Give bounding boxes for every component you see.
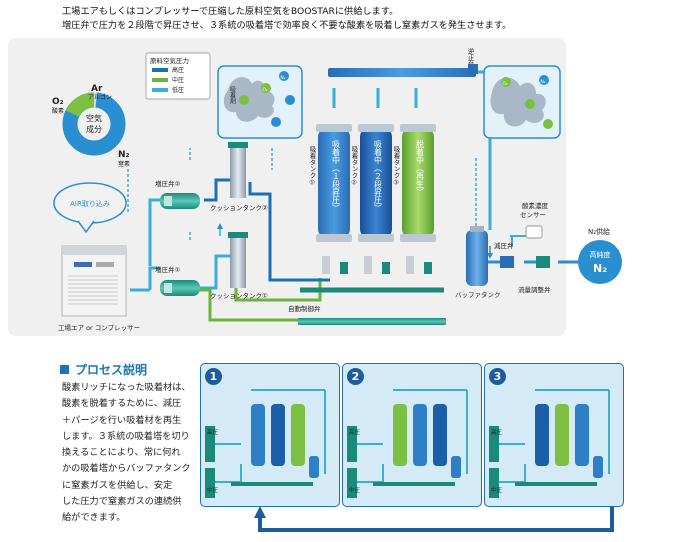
mini-high-label: 高圧 [349, 428, 361, 436]
legend-swatch-low [152, 88, 168, 92]
donut-center-1: 空気 [86, 113, 102, 123]
air-intake-label: AIR取り込み [70, 199, 110, 208]
adsorption-tower-1: 吸着中（１段昇圧） [316, 124, 352, 242]
legend-label-mid: 中圧 [172, 76, 184, 84]
process-title: プロセス説明 [60, 361, 147, 378]
adsorption-tower-3: 脱着中（再生） [400, 124, 436, 242]
intro-line-2: 増圧弁で圧力を２段階で昇圧させ、３系統の吸着塔で効率良く不要な酸素を吸着し窒素ガ… [62, 20, 512, 31]
square-bullet-icon [60, 365, 69, 374]
legend-label-low: 低圧 [172, 86, 184, 94]
flow-valve-label: 流量調整弁 [518, 285, 551, 294]
mini-mid-label: 中圧 [349, 486, 361, 494]
air-composition-donut: 空気 成分 Ar アルゴン O₂ 酸素 N₂ 窒素 [52, 84, 130, 168]
check-valve [468, 64, 478, 74]
step-number: 2 [347, 368, 364, 385]
bubble-o2-2: O₂ [502, 81, 508, 87]
booster-1-label: 増圧弁① [155, 265, 181, 274]
tower-3-name: 吸着タンク③ [392, 146, 400, 187]
legend-title: 原料空気圧力 [150, 56, 189, 65]
intro-line-1: 工場エアもしくはコンプレッサーで圧縮した原料空気をBOOSTARに供給します。 [62, 6, 399, 17]
cushion-tank-1 [228, 232, 248, 288]
tower-1-status: 吸着中（１段昇圧） [332, 140, 341, 212]
flow-control-valve [536, 256, 550, 268]
auto-control-valves [322, 256, 432, 274]
process-line-4: します。３系統の吸着塔を切り [62, 430, 190, 442]
mini-high-label: 高圧 [491, 428, 503, 436]
mini-high-label: 高圧 [207, 428, 219, 436]
donut-n2-symbol: N₂ [118, 150, 130, 160]
pressure-valve-label: 減圧弁 [494, 241, 514, 250]
donut-ar-symbol: Ar [91, 84, 103, 94]
process-line-8: した圧力で窒素ガスの連続供 [62, 496, 182, 508]
buffer-tank-label: バッファタンク [455, 290, 501, 299]
process-line-9: 給ができます。 [62, 512, 126, 524]
donut-ar-name: アルゴン [88, 93, 112, 101]
legend-label-high: 高圧 [172, 66, 184, 74]
compressor [61, 245, 127, 317]
step-1-diagram: 高圧 中圧 [205, 389, 326, 498]
process-step-2: 2 高圧 中圧 [342, 363, 482, 507]
n2-supply-output: N₂供給 高純度 N₂ [578, 227, 622, 284]
step-number: 1 [205, 368, 222, 385]
tower-2-status: 吸着中（２段昇圧） [374, 140, 383, 212]
process-line-3: ＋パージを行い吸着材を再生 [62, 414, 182, 426]
cushion-tank-1-label: クッションタンク① [210, 291, 268, 300]
cushion-tank-2-label: クッションタンク② [210, 203, 268, 212]
bubble-n2-1: N₂ [280, 75, 285, 81]
cushion-tank-2 [228, 142, 248, 198]
mini-mid-label: 中圧 [491, 486, 503, 494]
pressure-reducing-valve [500, 256, 514, 268]
o2-sensor-label-1: 酸素濃度 [522, 201, 549, 210]
booster-1 [160, 280, 200, 296]
process-line-2: 酸素を脱着するために、減圧 [62, 398, 182, 410]
booster-2 [160, 193, 200, 209]
legend-swatch-mid [152, 78, 168, 82]
check-valve-label: 逆止弁 [466, 47, 474, 69]
pressure-legend: 原料空気圧力 高圧 中圧 低圧 [145, 52, 211, 100]
process-step-3: 3 高圧 中圧 [484, 363, 624, 507]
process-step-1: 1 高圧 中圧 [200, 363, 340, 507]
process-title-text: プロセス説明 [75, 363, 148, 377]
bubble-n2-2: N₂ [540, 79, 545, 85]
process-line-6: かの吸着塔からバッファタンク [62, 463, 191, 475]
donut-center-2: 成分 [86, 124, 102, 134]
adsorbent-label: 吸着剤 [229, 86, 236, 105]
adsorbent-bubble-left [217, 65, 303, 139]
n2-supply-label: N₂供給 [588, 227, 610, 236]
adsorption-tower-2: 吸着中（２段昇圧） [358, 124, 394, 242]
donut-o2-name: 酸素 [52, 107, 64, 115]
legend-swatch-high [152, 68, 168, 72]
process-description: 酸素リッチになった吸着材は、 酸素を脱着するために、減圧 ＋パージを行い吸着材を… [62, 380, 191, 527]
donut-n2-name: 窒素 [118, 160, 130, 168]
air-intake-bubble: AIR取り込み [53, 182, 127, 234]
step-3-diagram: 高圧 中圧 [489, 389, 610, 498]
tower-2-name: 吸着タンク② [350, 146, 358, 187]
process-line-1: 酸素リッチになった吸着材は、 [62, 382, 191, 393]
step-2-diagram: 高圧 中圧 [347, 389, 468, 498]
purity-symbol: N₂ [593, 262, 607, 275]
buffer-tank [466, 226, 488, 286]
o2-sensor [525, 225, 543, 239]
process-line-5: 換えることにより、常に何れ [62, 447, 181, 459]
purity-label: 高純度 [590, 250, 611, 259]
step-number: 3 [489, 368, 506, 385]
tower-3-status: 脱着中（再生） [416, 139, 425, 196]
pipework [127, 68, 580, 325]
mini-mid-label: 中圧 [207, 486, 219, 494]
tower-1-name: 吸着タンク① [308, 146, 316, 187]
adsorbent-bubble-right [483, 65, 561, 139]
o2-sensor-label-2: センサー [520, 211, 546, 219]
bubble-o2-1: O₂ [262, 87, 268, 93]
donut-o2-segment [65, 92, 95, 118]
compressor-label: 工場エア or コンプレッサー [58, 323, 140, 332]
auto-valve-label: 自動制御弁 [288, 304, 321, 313]
booster-2-label: 増圧弁② [155, 179, 181, 188]
process-line-7: に窒素ガスを供給し、安定 [62, 479, 173, 491]
donut-o2-symbol: O₂ [52, 97, 64, 107]
